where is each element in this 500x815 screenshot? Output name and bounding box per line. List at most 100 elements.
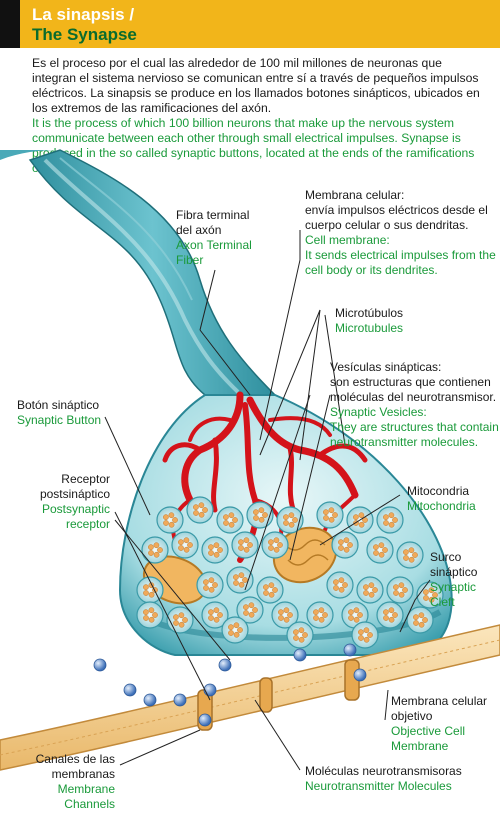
vesicles-en-line2: They are structures that contain <box>330 420 499 434</box>
vesicle-molecule <box>408 547 415 554</box>
vesicle-molecule <box>233 622 240 629</box>
neurotransmitter-molecules <box>93 643 367 727</box>
vesicle-molecule <box>382 547 388 553</box>
vesicle-molecule <box>293 629 299 635</box>
vesicle-molecule <box>253 509 259 515</box>
vesicle <box>226 566 254 594</box>
vesicle-molecule <box>217 547 223 553</box>
vesicle-molecule <box>413 620 419 626</box>
vesicle-molecule <box>228 512 235 519</box>
vesicle-molecule <box>353 616 360 623</box>
mitochondria-en: Mitochondria <box>407 499 476 513</box>
vesicle-molecule <box>393 584 399 590</box>
vesicle-molecule <box>272 587 278 593</box>
vesicle <box>316 501 344 529</box>
vesicle <box>171 531 199 559</box>
vesicle-molecule <box>388 616 395 623</box>
vesicles-es-line3: moléculas del neurotransmisor. <box>330 390 497 404</box>
vesicle-molecule <box>208 544 214 550</box>
vesicle <box>231 531 259 559</box>
vesicle-molecule <box>148 550 154 556</box>
vesicle-molecule <box>157 547 163 553</box>
vesicle <box>201 601 229 629</box>
vesicle-molecule <box>228 521 235 528</box>
channels-en-line2: Channels <box>64 797 115 811</box>
vesicle-molecule <box>223 514 229 520</box>
vesicle-molecule <box>328 516 335 523</box>
vesicle-molecule <box>173 614 179 620</box>
vesicle-molecule <box>408 556 415 563</box>
vesicle-molecule <box>243 604 249 610</box>
vesicle-molecule <box>358 629 364 635</box>
objective-membrane-en-line1: Objective Cell <box>391 724 466 738</box>
vesicle-molecule <box>178 612 185 619</box>
vesicle-molecule <box>288 512 295 519</box>
vesicle-molecule <box>143 584 149 590</box>
vesicle-molecule <box>348 615 354 621</box>
cleft-en-line1: Synaptic <box>430 580 477 594</box>
synaptic-button-es: Botón sináptico <box>17 398 100 412</box>
vesicles-es-line2: son estructuras que contienen <box>330 375 491 389</box>
microtubules-es: Microtúbulos <box>335 306 404 320</box>
vesicle-molecule <box>258 516 265 523</box>
vesicle <box>141 536 169 564</box>
label-synaptic-cleft: Surco sináptico Synaptic Cleft <box>430 550 477 610</box>
vesicle-molecule <box>432 592 438 598</box>
vesicle-molecule <box>358 512 365 519</box>
vesicle-molecule <box>383 609 389 615</box>
vesicle-molecule <box>143 590 149 596</box>
vesicle-molecule <box>298 636 305 643</box>
vesicle-molecule <box>328 507 335 514</box>
neurotransmitter-molecule <box>173 693 187 707</box>
vesicle-molecule <box>268 539 274 545</box>
vesicle-molecule <box>243 537 250 544</box>
vesicle-molecule <box>338 545 344 551</box>
vesicle-molecule <box>403 555 409 561</box>
vesicle-molecule <box>318 607 325 614</box>
neurotransmitter-molecule <box>143 693 157 707</box>
vesicle-molecule <box>333 585 339 591</box>
vesicle-molecule <box>238 539 244 545</box>
molecules-en: Neurotransmitter Molecules <box>305 779 452 793</box>
vesicle-molecule <box>193 504 199 510</box>
axon-terminal-es-line1: Fibra terminal <box>176 208 250 222</box>
vesicle <box>376 601 404 629</box>
vesicle-molecule <box>418 621 425 628</box>
vesicle-molecule <box>187 542 193 548</box>
intro-text: Es el proceso por el cual las alrededor … <box>32 56 487 176</box>
neurotransmitter-molecule <box>123 683 137 697</box>
vesicle-molecule <box>313 609 319 615</box>
vesicle-molecule <box>413 614 419 620</box>
vesicle-molecule <box>332 512 338 518</box>
label-cell-membrane: Membrana celular: envía impulsos eléctri… <box>305 188 496 278</box>
vesicle-molecule <box>363 636 370 643</box>
leader-lines <box>104 230 431 771</box>
cleft-es-line2: sináptico <box>430 565 478 579</box>
cell-membrane-en-line3: cell body or its dendrites. <box>305 263 438 277</box>
vesicle-molecule <box>208 586 215 593</box>
vesicle <box>166 606 194 634</box>
vesicle-molecule <box>398 582 405 589</box>
vesicle-molecule <box>403 549 409 555</box>
vesicle-molecule <box>422 617 428 623</box>
vesicle-molecule <box>288 521 295 528</box>
vesicle-molecule <box>203 579 209 585</box>
vesicle-molecule <box>173 620 179 626</box>
vesicle <box>351 621 379 649</box>
vesicle-molecule <box>353 607 360 614</box>
vesicle <box>216 506 244 534</box>
vesicle-molecule <box>392 517 398 523</box>
channels-es-line2: membranas <box>51 767 115 781</box>
membrane-channels <box>197 659 360 731</box>
vesicle <box>331 531 359 559</box>
vesicle-molecule <box>322 612 328 618</box>
synaptic-button-en: Synaptic Button <box>17 413 102 427</box>
vesicle <box>246 501 274 529</box>
vesicle-molecule <box>193 510 199 516</box>
vesicle <box>256 576 284 604</box>
vesicle-molecule <box>258 507 265 514</box>
vesicle-molecule <box>268 582 275 589</box>
microtubules-en: Microtubules <box>335 321 404 335</box>
vesicle-molecule <box>298 627 305 634</box>
vesicle-molecule <box>228 630 234 636</box>
